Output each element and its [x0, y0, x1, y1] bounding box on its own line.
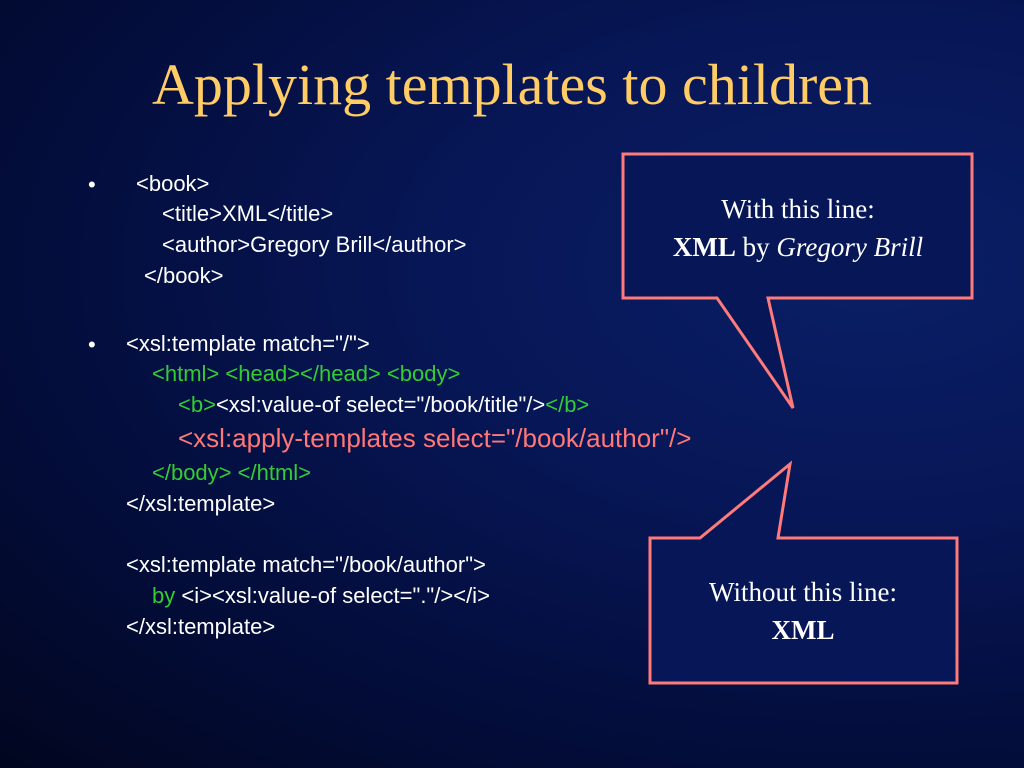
- head-open-tag: <head>: [225, 361, 301, 386]
- slide-title: Applying templates to children: [151, 52, 872, 117]
- callout-bottom-bold-title: XML: [771, 615, 835, 645]
- callout-top-text: With this line: XML by Gregory Brill: [626, 190, 970, 266]
- xml-line-author: <author>Gregory Brill</author>: [162, 232, 467, 257]
- xml-author-open: <author>: [162, 232, 251, 257]
- xsl-template-close: </xsl:template>: [126, 491, 276, 516]
- xml-line-book-open: <book>: [136, 171, 209, 196]
- callout-bottom-text: Without this line: XML: [652, 573, 954, 649]
- b-close-tag: </b>: [545, 392, 590, 417]
- callout-top-bold-title: XML: [672, 232, 736, 262]
- b-open-tag: <b>: [178, 392, 216, 417]
- html-close-tag: </html>: [237, 460, 312, 485]
- value-of-dot: <xsl:value-of select="."/>: [211, 583, 454, 608]
- xsl-line-template-close-2: </xsl:template>: [126, 614, 275, 639]
- callout-top-by: by: [742, 232, 770, 262]
- xml-title-open: <title>: [162, 201, 222, 226]
- xsl-template-author: <xsl:template match="/book/author">: [126, 552, 486, 577]
- xsl-line-template-close-1: </xsl:template>: [126, 491, 275, 516]
- callout-bottom-line1: Without this line:: [709, 577, 897, 607]
- callout-top-bubble: [621, 152, 974, 409]
- xsl-line-bold-title: <b><xsl:value-of select="/book/title"/><…: [178, 392, 589, 417]
- bullet-marker: •: [88, 332, 96, 357]
- xsl-template-root: <xsl:template match="/">: [126, 331, 370, 356]
- i-close-tag: </i>: [453, 583, 490, 608]
- body-close-tag: </body>: [152, 460, 232, 485]
- xml-title-close: </title>: [267, 201, 334, 226]
- i-open-tag: <i>: [181, 583, 212, 608]
- xml-book-close: </book>: [144, 263, 224, 288]
- xml-title-value: XML: [221, 201, 268, 226]
- value-of-title: <xsl:value-of select="/book/title"/>: [215, 392, 546, 417]
- xml-line-book-close: </book>: [144, 263, 224, 288]
- xsl-line-template-root: <xsl:template match="/">: [126, 331, 370, 356]
- xml-line-title: <title>XML</title>: [162, 201, 333, 226]
- xml-book-open: <book>: [136, 171, 210, 196]
- callout-top-italic-author: Gregory Brill: [776, 232, 924, 262]
- xsl-line-template-author: <xsl:template match="/book/author">: [126, 552, 486, 577]
- xsl-line-apply-templates: <xsl:apply-templates select="/book/autho…: [178, 423, 692, 454]
- xsl-line-by-italic: by <i><xsl:value-of select="."/></i>: [152, 583, 490, 608]
- xsl-template-close: </xsl:template>: [126, 614, 276, 639]
- xml-author-value: Gregory Brill: [250, 232, 373, 257]
- apply-templates-line: <xsl:apply-templates select="/book/autho…: [178, 423, 692, 453]
- xsl-line-body-html-close: </body> </html>: [152, 460, 311, 485]
- by-text: by: [152, 583, 176, 608]
- head-close-tag: </head>: [300, 361, 381, 386]
- html-open-tag: <html>: [152, 361, 220, 386]
- callout-top-line2: XML by Gregory Brill: [626, 228, 970, 266]
- callout-bottom-bubble: [648, 460, 959, 685]
- callout-bottom-line2: XML: [652, 611, 954, 649]
- body-open-tag: <body>: [386, 361, 461, 386]
- xml-author-close: </author>: [372, 232, 467, 257]
- xsl-line-html-head-body: <html> <head></head> <body>: [152, 361, 460, 386]
- bullet-marker: •: [88, 172, 96, 197]
- callout-top-line1: With this line:: [721, 194, 875, 224]
